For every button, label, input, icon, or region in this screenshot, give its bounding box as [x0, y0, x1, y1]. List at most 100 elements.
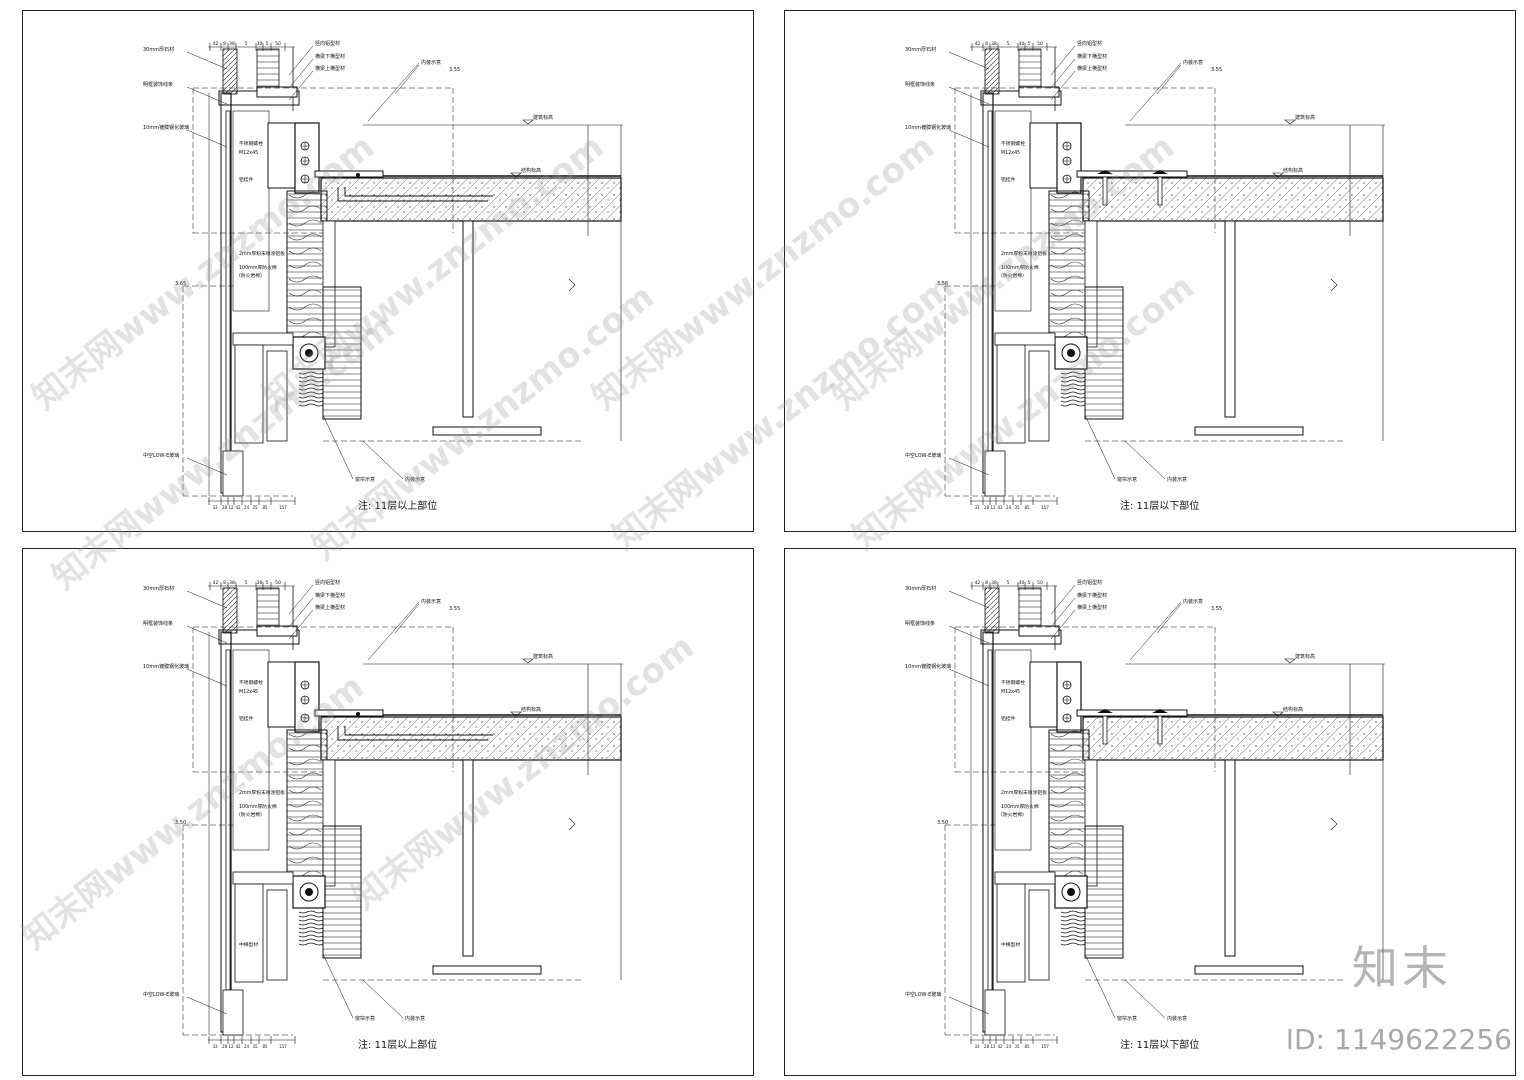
leader-line — [1129, 601, 1182, 661]
curtain-fold — [1060, 922, 1086, 926]
callout-left: 10mm镀膜钢化玻璃 — [143, 663, 189, 670]
steel-angle — [314, 709, 384, 717]
leader-line — [394, 64, 420, 95]
insulation-wave — [1050, 233, 1084, 241]
curtain-fold — [1060, 399, 1086, 403]
bottom-dimension-value: 24 — [1006, 1044, 1012, 1049]
blind-roller-icon — [1061, 882, 1081, 902]
leader-line — [186, 86, 228, 105]
callout-mid: 中横型材 — [239, 941, 258, 948]
curtain-fold — [298, 930, 324, 934]
callout-bottom: 窗帘示意 — [1117, 476, 1137, 483]
callout-right: 建筑标高 — [533, 653, 553, 660]
vent-sash — [234, 883, 264, 983]
insulation-wave — [288, 744, 322, 752]
anchor-bolt — [1102, 176, 1108, 206]
window-frame-top — [994, 871, 1056, 885]
insulation-top — [256, 48, 280, 92]
top-dimension-value: 50 — [1037, 580, 1043, 586]
leader-line — [1050, 58, 1076, 89]
callout-bottom: 窗帘示意 — [355, 1015, 375, 1022]
curtain-fold — [298, 934, 324, 938]
roller-core-icon — [1067, 888, 1075, 896]
bottom-dimension-value: 24 — [244, 505, 250, 510]
bottom-dimension-value: 35 — [1014, 505, 1020, 510]
stone-panel — [984, 48, 1000, 95]
glass-pane — [225, 110, 231, 452]
break-mark-icon — [568, 278, 576, 292]
bottom-dimension-value: 12 — [228, 1044, 234, 1049]
top-dimension-value: 38 — [991, 41, 997, 47]
top-dimension-value: 8 — [223, 41, 226, 47]
callout-top: 横梁上横型材 — [1077, 604, 1107, 611]
anchor-bolt — [1157, 176, 1163, 206]
curtain-fold — [1060, 938, 1086, 942]
callout-bottom: 内装示意 — [405, 1015, 425, 1022]
level-value-a: 3.55 — [449, 606, 460, 612]
insulation-wave — [288, 814, 322, 822]
curtain-fold — [1060, 934, 1086, 938]
frame-outline — [994, 649, 1032, 851]
concrete-slab — [1082, 716, 1384, 761]
callout-mid: 铝挂件 — [239, 715, 254, 722]
beam-web — [1224, 220, 1236, 418]
leader-line — [1050, 584, 1076, 615]
break-mark-icon — [568, 817, 576, 831]
leader-line — [1050, 597, 1076, 628]
anchor-bolt — [1102, 715, 1108, 745]
insulation-top — [256, 587, 280, 631]
top-dimension-value: 5 — [245, 41, 248, 47]
top-dimension-value: 50 — [275, 580, 281, 586]
level-value-b: 3.56 — [937, 281, 948, 287]
bottom-dimension-value: 28 — [984, 505, 990, 510]
leader-line — [1124, 979, 1166, 1019]
level-value-a: 3.55 — [1211, 606, 1222, 612]
insulation-wave — [1050, 800, 1084, 808]
callout-left: 明框装饰线条 — [905, 81, 935, 88]
callout-right: 建筑标高 — [533, 114, 553, 121]
insulation-wave — [288, 772, 322, 780]
insulation-wave — [288, 219, 322, 227]
top-dimension-value: 42 — [213, 41, 219, 47]
callout-top: 内装示意 — [1183, 59, 1203, 66]
bottom-dimension-value: 35 — [252, 1044, 258, 1049]
top-dimension-value: 5 — [1028, 41, 1031, 47]
leader-line — [288, 70, 314, 101]
curtain-fold — [1060, 395, 1086, 399]
beam-flange — [1194, 965, 1304, 975]
lower-insulation — [322, 286, 362, 420]
insulation-wave — [1050, 205, 1084, 213]
insulation-wave — [1050, 828, 1084, 836]
beam-flange — [432, 426, 542, 436]
level-marker-icon — [1284, 119, 1296, 125]
concrete-slab — [320, 716, 622, 761]
image-id: ID: 1149622256 — [1285, 1023, 1512, 1056]
bottom-transom — [222, 989, 244, 1036]
embedded-anchor — [344, 187, 493, 197]
insulation-wave — [1050, 219, 1084, 227]
callout-mid: M12x45 — [239, 150, 258, 156]
insulation-wave — [288, 247, 322, 255]
bolt-cross-icon — [1063, 696, 1071, 704]
callout-bottom: 内装示意 — [1167, 1015, 1187, 1022]
vent-panel — [1028, 350, 1050, 442]
curtain-fold — [1060, 371, 1086, 375]
curtain-fold — [298, 942, 324, 946]
callout-top: 横梁上横型材 — [315, 604, 345, 611]
top-dimension-value: 30 — [1019, 41, 1025, 47]
curtain-fold — [298, 379, 324, 383]
blind-roller-icon — [299, 343, 319, 363]
top-dimension-value: 42 — [975, 41, 981, 47]
glass-pane — [987, 649, 993, 991]
callout-mid: 不锈钢螺栓 — [239, 140, 263, 147]
top-dimension-value: 5 — [1007, 580, 1010, 586]
bolt-cross-icon — [301, 696, 309, 704]
callout-bottom: 窗帘示意 — [355, 476, 375, 483]
callout-bottom: 内装示意 — [405, 476, 425, 483]
embedded-anchor — [337, 187, 488, 202]
callout-mid: 不锈钢螺栓 — [239, 679, 263, 686]
leader-line — [186, 51, 228, 70]
insulation-wave — [288, 275, 322, 283]
